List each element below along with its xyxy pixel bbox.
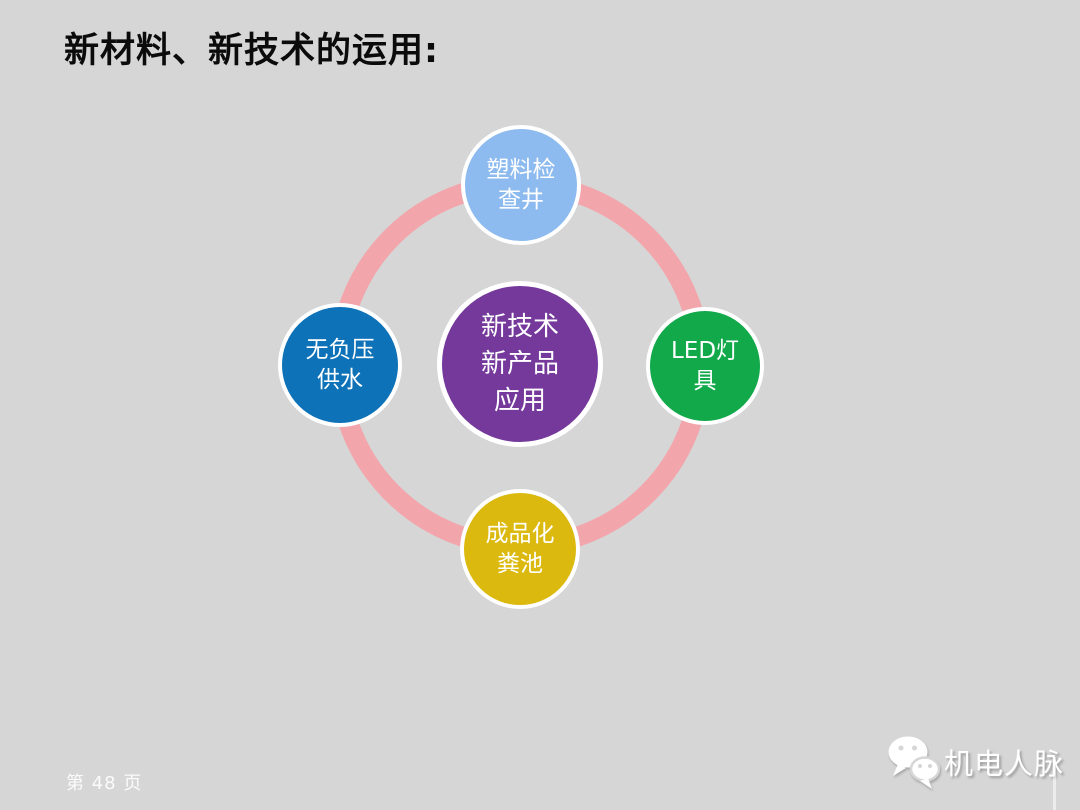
node-prefab-septic-tank: 成品化 粪池 [460,489,580,609]
node-label-line: 供水 [317,367,363,393]
right-edge-bar [1053,757,1056,810]
page-number: 第 48 页 [66,773,143,794]
node-label-line: 无负压 [305,337,375,363]
hub-label-line: 新产品 [480,348,559,379]
node-label-line: 成品化 [485,521,555,547]
node-led-lighting: LED灯 具 [646,307,764,425]
node-label-line: 粪池 [497,551,543,577]
hub-label-line: 新技术 [480,311,559,342]
center-hub-circle: 新技术 新产品 应用 [437,281,603,447]
node-plastic-inspection-well: 塑料检 查井 [461,125,581,245]
node-label-line: 查井 [498,187,544,213]
page-title: 新材料、新技术的运用: [64,31,439,71]
hub-label-line: 应用 [493,385,546,416]
node-label-line: LED灯 [670,338,740,364]
wechat-icon [888,736,940,789]
node-label-line: 塑料检 [486,157,556,183]
brand-name: 机电人脉 [944,747,1065,781]
brand: 机电人脉 [886,733,1064,791]
node-negative-pressure-water-supply: 无负压 供水 [278,303,402,427]
node-label-line: 具 [693,368,717,394]
